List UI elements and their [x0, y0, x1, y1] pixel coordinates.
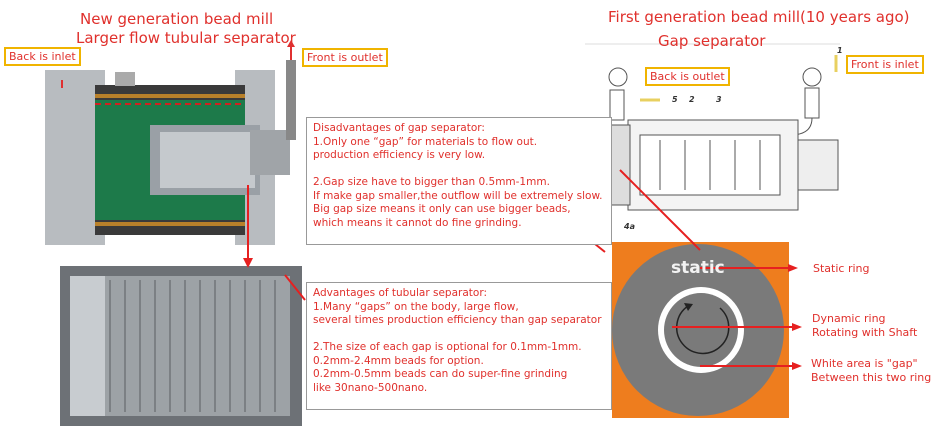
part-number: 1 — [837, 46, 843, 55]
disadvantages-note: Disadvantages of gap separator: 1.Only o… — [306, 117, 612, 245]
front-is-inlet-label: Front is inlet — [846, 55, 924, 74]
left-title-line2: Larger flow tubular separator — [76, 29, 296, 47]
front-is-outlet-label: Front is outlet — [302, 48, 388, 67]
part-number: 5 — [672, 95, 678, 104]
ring-diagram — [612, 242, 789, 418]
static-text: static — [671, 258, 725, 278]
right-title-line1: First generation bead mill(10 years ago) — [608, 8, 910, 26]
tubular-mill-drawing — [45, 40, 296, 245]
back-is-outlet-label: Back is outlet — [645, 67, 730, 86]
dynamic-ring-label: Dynamic ring — [812, 312, 886, 325]
gap-sublabel: Between this two ring — [811, 371, 932, 384]
gap-label: White area is "gap" — [811, 357, 918, 370]
static-ring-label: Static ring — [813, 262, 870, 275]
dynamic-ring-sublabel: Rotating with Shaft — [812, 326, 918, 339]
tubular-separator-photo — [60, 266, 302, 426]
callout-arrows — [243, 169, 802, 370]
part-number: 2 — [689, 95, 695, 104]
part-number: 4a — [624, 222, 635, 231]
right-title-line2: Gap separator — [658, 32, 766, 50]
back-is-inlet-label: Back is inlet — [4, 47, 81, 66]
left-title-line1: New generation bead mill — [80, 10, 274, 28]
part-number: 3 — [716, 95, 722, 104]
advantages-note: Advantages of tubular separator: 1.Many … — [306, 282, 612, 410]
